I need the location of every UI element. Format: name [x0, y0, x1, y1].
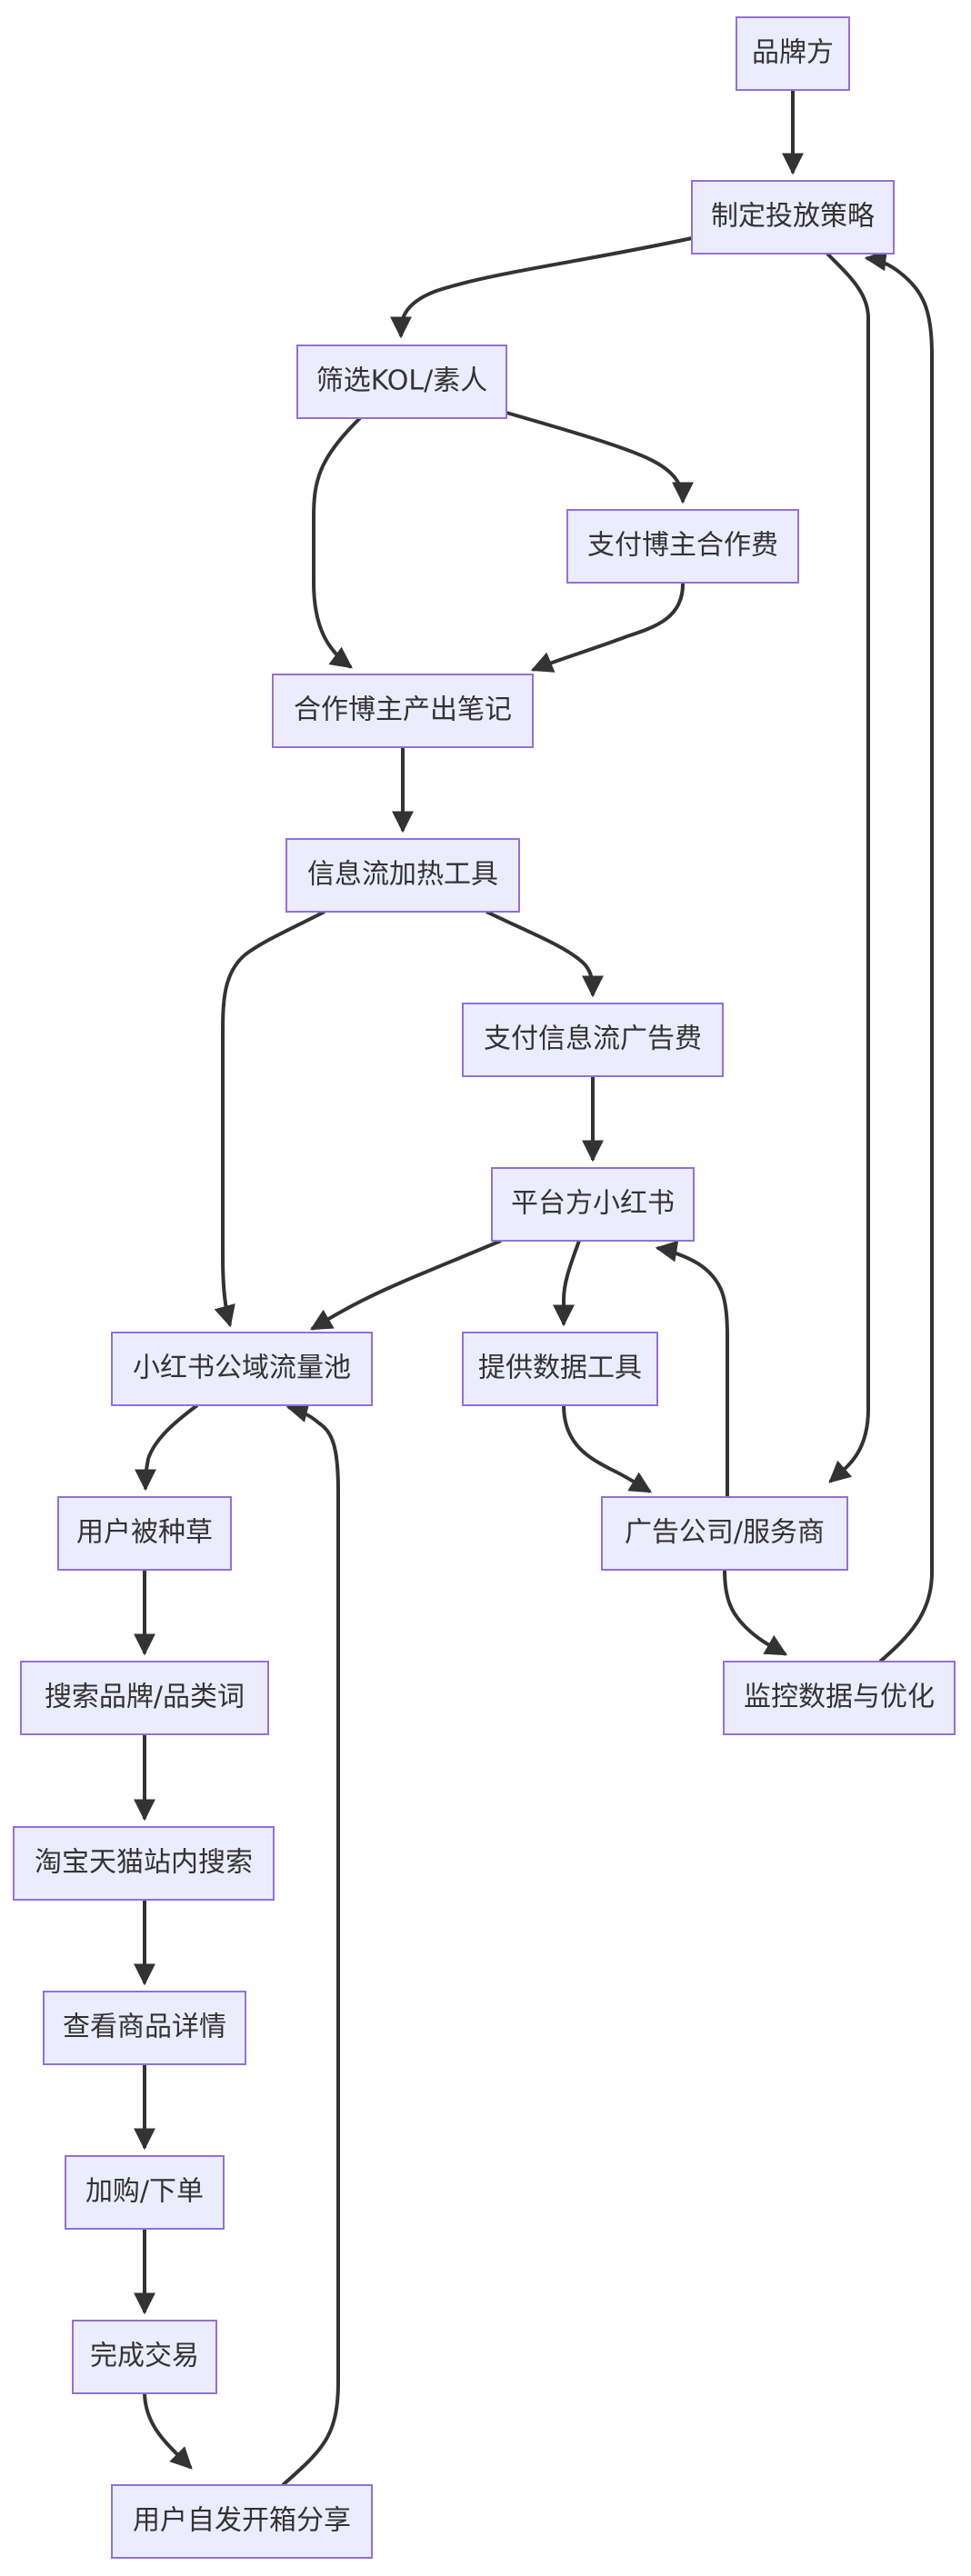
node-select-kol[interactable]: 筛选KOL/素人 [296, 344, 507, 419]
node-label: 加购/下单 [85, 2176, 204, 2208]
node-share[interactable]: 用户自发开箱分享 [111, 2484, 373, 2559]
edge-strategy-to-agency [826, 252, 870, 1483]
edge-line [281, 1401, 340, 2487]
node-label: 信息流加热工具 [307, 859, 498, 891]
node-box [723, 1661, 956, 1735]
node-label: 平台方小红书 [511, 1188, 675, 1220]
node-box [57, 1496, 232, 1571]
node-label: 用户被种草 [76, 1517, 213, 1549]
edge-line [864, 249, 934, 1663]
node-platform[interactable]: 平台方小红书 [491, 1167, 695, 1242]
node-label: 品牌方 [752, 37, 834, 69]
node-box [601, 1496, 848, 1571]
edge-data_tools-to-agency [562, 1404, 653, 1493]
edge-line [562, 1404, 653, 1493]
node-label: 筛选KOL/素人 [316, 365, 487, 397]
edge-line [826, 252, 870, 1483]
edge-strategy-to-select_kol [389, 236, 693, 339]
edge-line [553, 1240, 581, 1327]
node-box [462, 1332, 658, 1406]
node-label: 支付信息流广告费 [484, 1023, 702, 1055]
node-strategy[interactable]: 制定投放策略 [691, 180, 895, 255]
node-label: 用户自发开箱分享 [133, 2505, 351, 2537]
node-data-tools[interactable]: 提供数据工具 [462, 1332, 658, 1406]
edge-line [485, 910, 604, 998]
node-taobao[interactable]: 淘宝天猫站内搜索 [13, 1826, 275, 1901]
edge-line [389, 236, 693, 339]
node-box [272, 674, 534, 748]
node-pay-blogger[interactable]: 支付博主合作费 [566, 509, 799, 584]
node-user-seeded[interactable]: 用户被种草 [57, 1496, 232, 1571]
node-label: 广告公司/服务商 [625, 1517, 825, 1549]
edge-line [530, 582, 686, 673]
node-box [462, 1003, 724, 1077]
edge-boost-to-pay_ads [485, 910, 604, 998]
edge-line [143, 2392, 193, 2470]
node-box [72, 2320, 217, 2394]
edge-pool-to-user_seeded [135, 1403, 199, 1492]
node-detail[interactable]: 查看商品详情 [43, 1991, 246, 2065]
node-label: 监控数据与优化 [744, 1682, 935, 1713]
node-label: 查看商品详情 [63, 2012, 226, 2043]
node-box [691, 180, 895, 255]
node-box [736, 16, 850, 91]
edge-boost-to-pool [214, 910, 325, 1328]
node-label: 提供数据工具 [478, 1353, 642, 1384]
node-label: 支付博主合作费 [587, 530, 778, 562]
edge-deal-to-share [143, 2392, 193, 2470]
nodes-layer: 品牌方制定投放策略筛选KOL/素人支付博主合作费合作博主产出笔记信息流加热工具支… [13, 16, 956, 2559]
node-box [566, 509, 799, 584]
edge-line [309, 1239, 502, 1331]
node-agency[interactable]: 广告公司/服务商 [601, 1496, 848, 1571]
edge-line [506, 411, 694, 504]
node-pool[interactable]: 小红书公域流量池 [111, 1332, 373, 1406]
edge-line [135, 1403, 199, 1492]
node-box [296, 344, 507, 419]
node-label: 完成交易 [90, 2341, 199, 2372]
edge-monitor-to-strategy [864, 249, 934, 1663]
edge-line [655, 1240, 729, 1497]
node-cart[interactable]: 加购/下单 [65, 2155, 225, 2230]
node-label: 淘宝天猫站内搜索 [35, 1847, 253, 1879]
node-box [65, 2155, 225, 2230]
edge-platform-to-pool [309, 1239, 502, 1331]
node-box [20, 1661, 269, 1735]
node-pay-ads[interactable]: 支付信息流广告费 [462, 1003, 724, 1077]
edge-line [214, 910, 325, 1328]
node-box [491, 1167, 695, 1242]
node-monitor[interactable]: 监控数据与优化 [723, 1661, 956, 1735]
node-label: 小红书公域流量池 [133, 1353, 351, 1384]
node-box [285, 838, 520, 913]
node-brand[interactable]: 品牌方 [736, 16, 850, 91]
edge-agency-to-monitor [723, 1569, 788, 1656]
edge-agency-to-platform [655, 1240, 729, 1497]
node-label: 制定投放策略 [711, 201, 875, 233]
node-box [111, 1332, 373, 1406]
edges-layer [134, 90, 934, 2487]
node-box [111, 2484, 373, 2559]
edge-line [723, 1569, 788, 1656]
edge-select_kol-to-note [312, 416, 362, 669]
node-label: 合作博主产出笔记 [294, 694, 512, 726]
node-boost[interactable]: 信息流加热工具 [285, 838, 520, 913]
edge-share-to-pool [281, 1401, 340, 2487]
node-deal[interactable]: 完成交易 [72, 2320, 217, 2394]
node-search-brand[interactable]: 搜索品牌/品类词 [20, 1661, 269, 1735]
edge-line [312, 416, 362, 669]
node-box [43, 1991, 246, 2065]
edge-select_kol-to-pay_blogger [506, 411, 694, 504]
node-box [13, 1826, 275, 1901]
edge-platform-to-data_tools [553, 1240, 581, 1327]
edge-pay_blogger-to-note [530, 582, 686, 673]
node-note[interactable]: 合作博主产出笔记 [272, 674, 534, 748]
node-label: 搜索品牌/品类词 [45, 1682, 245, 1713]
